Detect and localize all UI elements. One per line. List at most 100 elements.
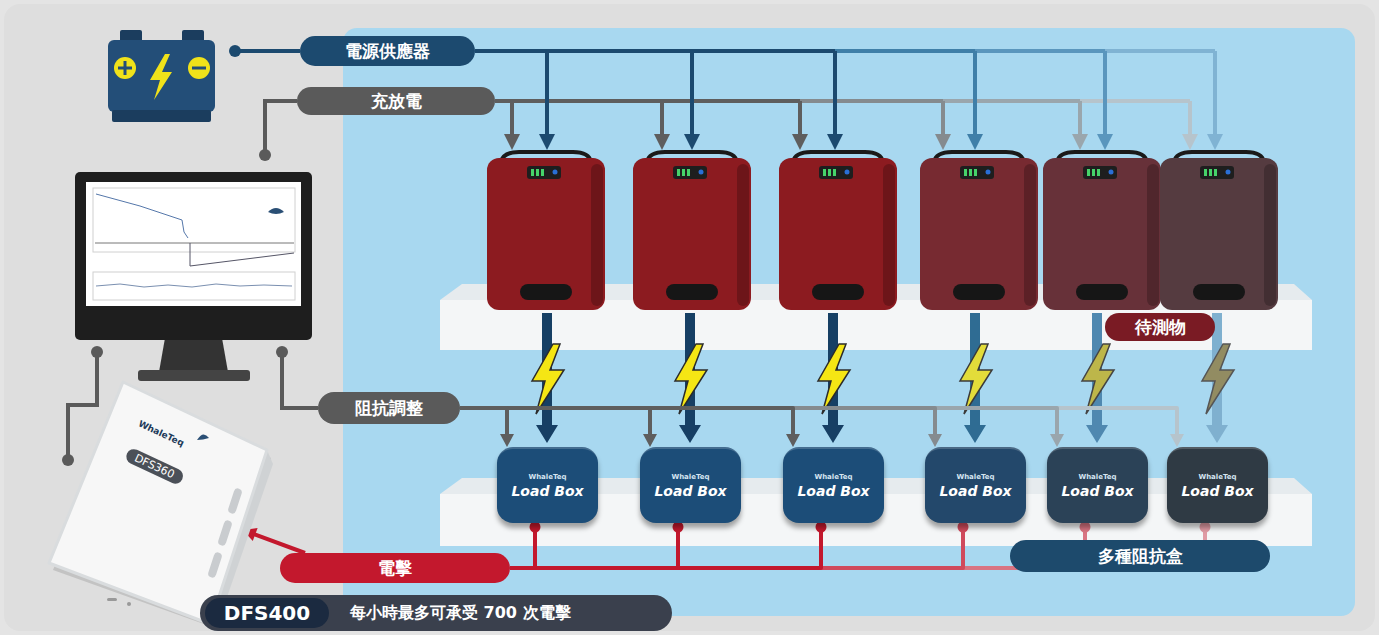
connector-line — [460, 408, 507, 436]
power-line — [475, 49, 835, 53]
device-wire — [68, 352, 97, 460]
minus-sign — [188, 57, 210, 79]
power-drop — [833, 51, 837, 136]
battery-pack — [1160, 152, 1278, 310]
load-box: WhaleTeqLoad Box — [497, 447, 598, 523]
label-text: Load Box — [1061, 482, 1133, 500]
connector — [510, 522, 969, 569]
charge-line — [1080, 99, 1190, 103]
label-text: 充放電 — [371, 90, 422, 113]
arrowhead — [792, 134, 808, 150]
label-text: 電源供應器 — [345, 40, 430, 63]
bolt-icon — [150, 54, 172, 100]
arrowhead — [967, 134, 983, 150]
connector-dot — [958, 522, 969, 533]
wire-dot — [62, 454, 74, 466]
connector-line — [460, 408, 1057, 436]
frame — [4, 4, 1375, 631]
arrowhead — [827, 134, 843, 150]
charge-lines — [495, 101, 1190, 136]
arrowhead — [1097, 134, 1113, 150]
label-text: WhaleTeq — [1198, 473, 1236, 482]
charge-discharge-pill: 充放電 — [297, 87, 495, 115]
arrowhead — [1072, 134, 1088, 150]
arrowhead — [1207, 134, 1223, 150]
connector — [460, 408, 657, 447]
label-text: Load Box — [511, 482, 583, 500]
connector-dot — [673, 522, 684, 533]
connector — [243, 528, 305, 553]
battery-pack — [487, 152, 605, 310]
connector-line — [510, 523, 1205, 568]
load-box: WhaleTeqLoad Box — [1167, 447, 1268, 523]
load-box: WhaleTeqLoad Box — [783, 447, 884, 523]
connector-line — [460, 408, 650, 436]
plus-sign — [114, 57, 136, 79]
arrowhead — [539, 134, 555, 150]
lightning-bolt — [675, 344, 707, 414]
label-text: WhaleTeq — [1078, 473, 1116, 482]
charge-wire — [265, 101, 297, 155]
label-text: 多種阻抗盒 — [1098, 545, 1183, 568]
arrowhead — [654, 134, 670, 150]
plot-frame — [93, 272, 295, 300]
power-lines — [475, 51, 1215, 136]
device-port — [107, 598, 117, 601]
lightning-bolt — [818, 344, 850, 414]
logo-mark — [268, 208, 284, 214]
connector-line — [253, 534, 305, 553]
label-text: Load Box — [654, 482, 726, 500]
connector — [510, 522, 827, 569]
impedance-pill: 阻抗調整 — [318, 392, 460, 424]
charge-drop — [798, 101, 802, 136]
charge-drop — [660, 101, 664, 136]
label-text: WhaleTeq — [814, 473, 852, 482]
label-text: WhaleTeq — [528, 473, 566, 482]
label-text: DFS400 — [224, 601, 310, 625]
arrowhead — [935, 134, 951, 150]
power-drop — [973, 51, 977, 136]
impedance-wire — [282, 352, 318, 408]
power-supply-icon — [108, 30, 215, 122]
device-outline — [45, 378, 275, 628]
charge-line — [495, 99, 800, 103]
load-box: WhaleTeqLoad Box — [1047, 447, 1148, 523]
lightning-bolt — [1082, 344, 1114, 414]
arrowhead — [500, 434, 514, 447]
connector-dot — [816, 522, 827, 533]
monitor-base — [138, 370, 250, 381]
connector — [460, 408, 1064, 447]
arrowhead — [928, 434, 942, 447]
plot-line — [190, 243, 294, 266]
arrowhead — [504, 134, 520, 150]
label-text: WhaleTeq — [956, 473, 994, 482]
device-vent — [217, 519, 233, 546]
label-text: Load Box — [797, 482, 869, 500]
power-drop — [690, 51, 694, 136]
device-body — [49, 382, 267, 624]
logo-tail — [197, 434, 209, 440]
label-text: 每小時最多可承受 700 次電擊 — [350, 603, 571, 624]
spec-bar: 每小時最多可承受 700 次電擊 DFS400 — [200, 595, 672, 631]
connector — [510, 522, 541, 569]
arrowhead — [1050, 434, 1064, 447]
plus-mark — [118, 61, 132, 75]
plot-line — [96, 194, 188, 238]
connector — [460, 408, 942, 447]
connector-dot — [1080, 522, 1091, 533]
lightning-bolt — [960, 344, 992, 414]
connector-line — [510, 523, 1085, 568]
wires — [68, 51, 318, 460]
power-line — [835, 49, 975, 53]
device-led — [127, 602, 131, 606]
plot-frame — [93, 188, 295, 252]
arrowhead — [1170, 434, 1184, 447]
wire-dot — [259, 149, 271, 161]
power-drop — [1213, 51, 1217, 136]
label-text: Load Box — [939, 482, 1011, 500]
power-drop — [545, 51, 549, 136]
battery-pack — [779, 152, 897, 310]
load-box: WhaleTeqLoad Box — [925, 447, 1026, 523]
monitor-neck — [159, 338, 228, 372]
